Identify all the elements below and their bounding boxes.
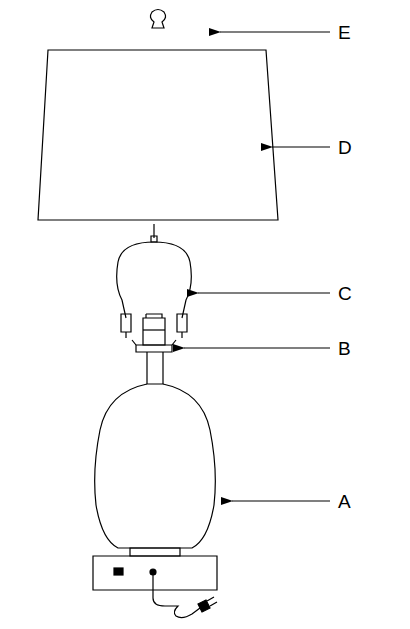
- callout-letter: E: [338, 23, 351, 42]
- callout-letter: C: [338, 284, 352, 303]
- callout-letter: B: [338, 339, 351, 358]
- power-cord: [153, 572, 200, 618]
- leader-arrow: [184, 347, 330, 348]
- leader-arrow: [272, 146, 330, 147]
- callout-letter: D: [338, 138, 352, 157]
- plug-prongs: [207, 597, 217, 606]
- leader-arrow: [232, 500, 330, 501]
- leader-arrow: [220, 31, 330, 32]
- harp: [117, 224, 192, 338]
- power-plug: [198, 600, 210, 612]
- leader-arrow: [198, 292, 330, 293]
- usb-port: [114, 568, 123, 575]
- socket: [132, 314, 176, 352]
- lamp-shade: [38, 50, 278, 220]
- finial: [150, 10, 165, 29]
- lamp-base: [93, 352, 217, 590]
- callout-letter: A: [338, 492, 351, 511]
